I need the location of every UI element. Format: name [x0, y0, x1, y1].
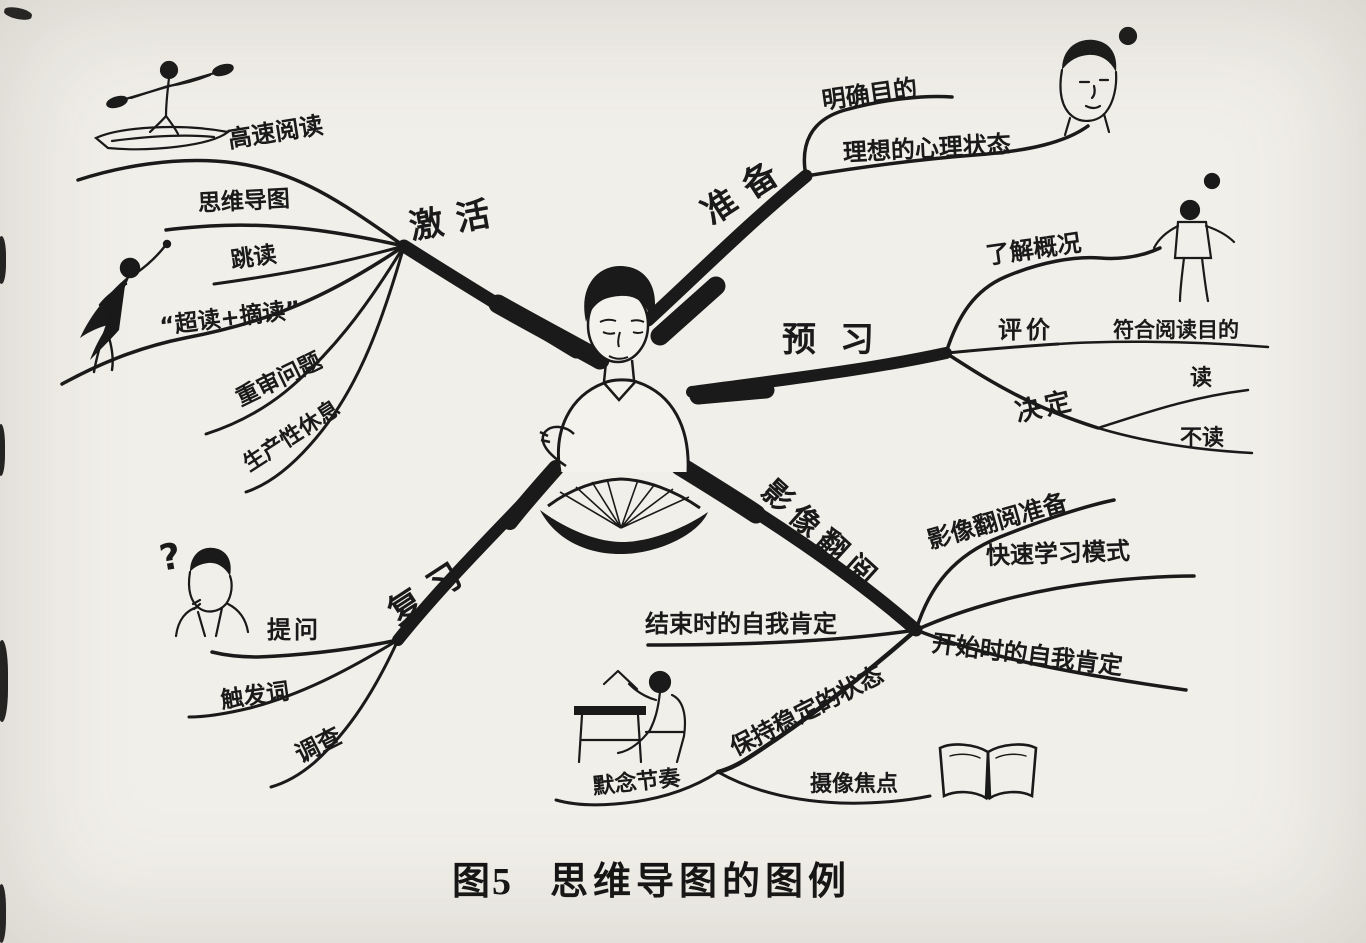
kayaker-illustration	[93, 60, 234, 151]
scan-artifact	[0, 884, 6, 943]
review-branches	[187, 638, 400, 789]
node-preview: 预习	[782, 320, 898, 360]
figure-caption-title: 思维导图的图例	[550, 861, 852, 903]
desk-reader-illustration	[574, 669, 687, 764]
superhero-illustration	[80, 239, 172, 374]
photoread-branches	[554, 498, 1196, 807]
activate-branches	[60, 158, 406, 494]
juggler-illustration	[1152, 172, 1236, 303]
preview-trunk	[686, 347, 952, 405]
leaf-not-read: 不读	[1180, 426, 1225, 451]
branch-lines	[60, 94, 1270, 807]
scan-artifact	[0, 640, 8, 722]
scan-artifact	[0, 424, 5, 476]
figure-caption-number: 图5	[452, 861, 514, 903]
leaf-mind-map: 思维导图	[197, 186, 291, 217]
leaf-read: 读	[1190, 366, 1213, 391]
leaf-evaluate: 评价	[998, 316, 1054, 344]
prepare-trunk	[641, 169, 813, 346]
prepare-branches	[802, 94, 1090, 178]
leaf-fast-learning-mode: 快速学习模式	[985, 536, 1131, 570]
review-trunk	[392, 456, 568, 646]
thinker-illustration	[174, 547, 250, 638]
scan-artifact	[0, 236, 6, 284]
activate-trunk	[397, 239, 610, 370]
man-head-illustration	[1059, 26, 1138, 137]
open-book-icon	[938, 743, 1038, 801]
leaf-question: 提问	[267, 616, 321, 644]
photoread-trunk	[667, 455, 923, 637]
leaf-end-affirmation: 结束时的自我肯定	[645, 610, 837, 638]
center-reader-illustration	[539, 266, 708, 554]
leaf-camera-focus: 摄像焦点	[810, 772, 899, 797]
preview-branches	[944, 246, 1270, 455]
leaf-fits-reading-purpose: 符合阅读目的	[1113, 318, 1239, 342]
